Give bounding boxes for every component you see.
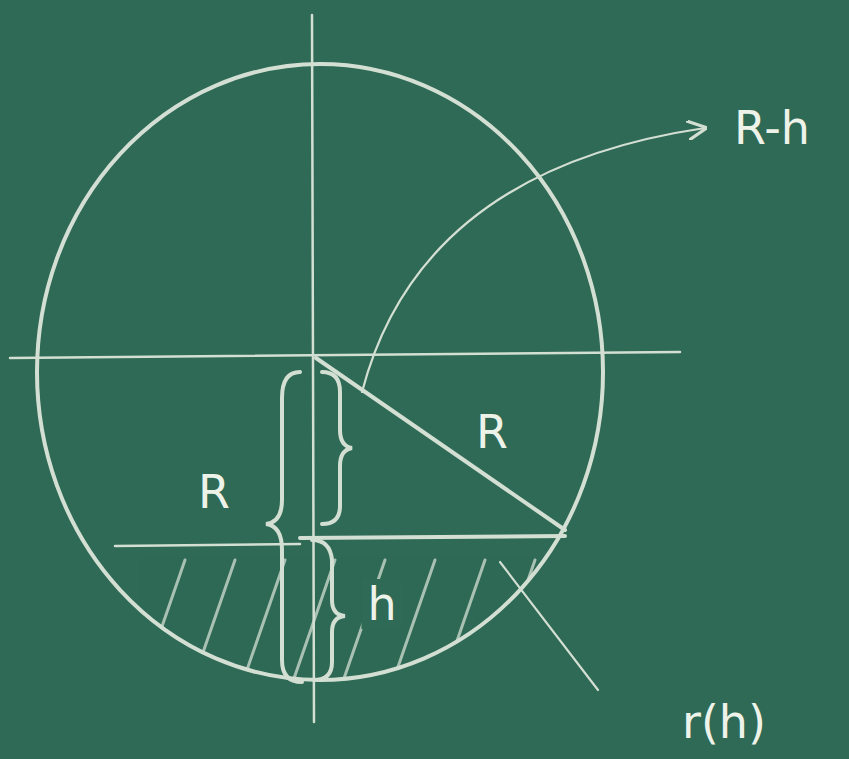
hatching [140,560,585,690]
radius-label: R [192,467,236,517]
brace-r-minus-h [322,372,352,524]
leader-r-minus-h [362,128,705,392]
height-label: h [361,579,402,629]
leader-r-of-h [500,562,598,690]
horizontal-axis [10,352,680,358]
brace-h [312,540,345,680]
dimension-label: R-h [728,103,816,153]
function-label: r(h) [676,697,772,747]
radius-r-of-h [300,536,565,538]
circle-outline [37,64,603,680]
hypotenuse-r [316,358,565,530]
radius-label: R [470,407,514,457]
cap-boundary [115,544,300,546]
brace-r [266,372,302,682]
vertical-axis [312,15,314,722]
